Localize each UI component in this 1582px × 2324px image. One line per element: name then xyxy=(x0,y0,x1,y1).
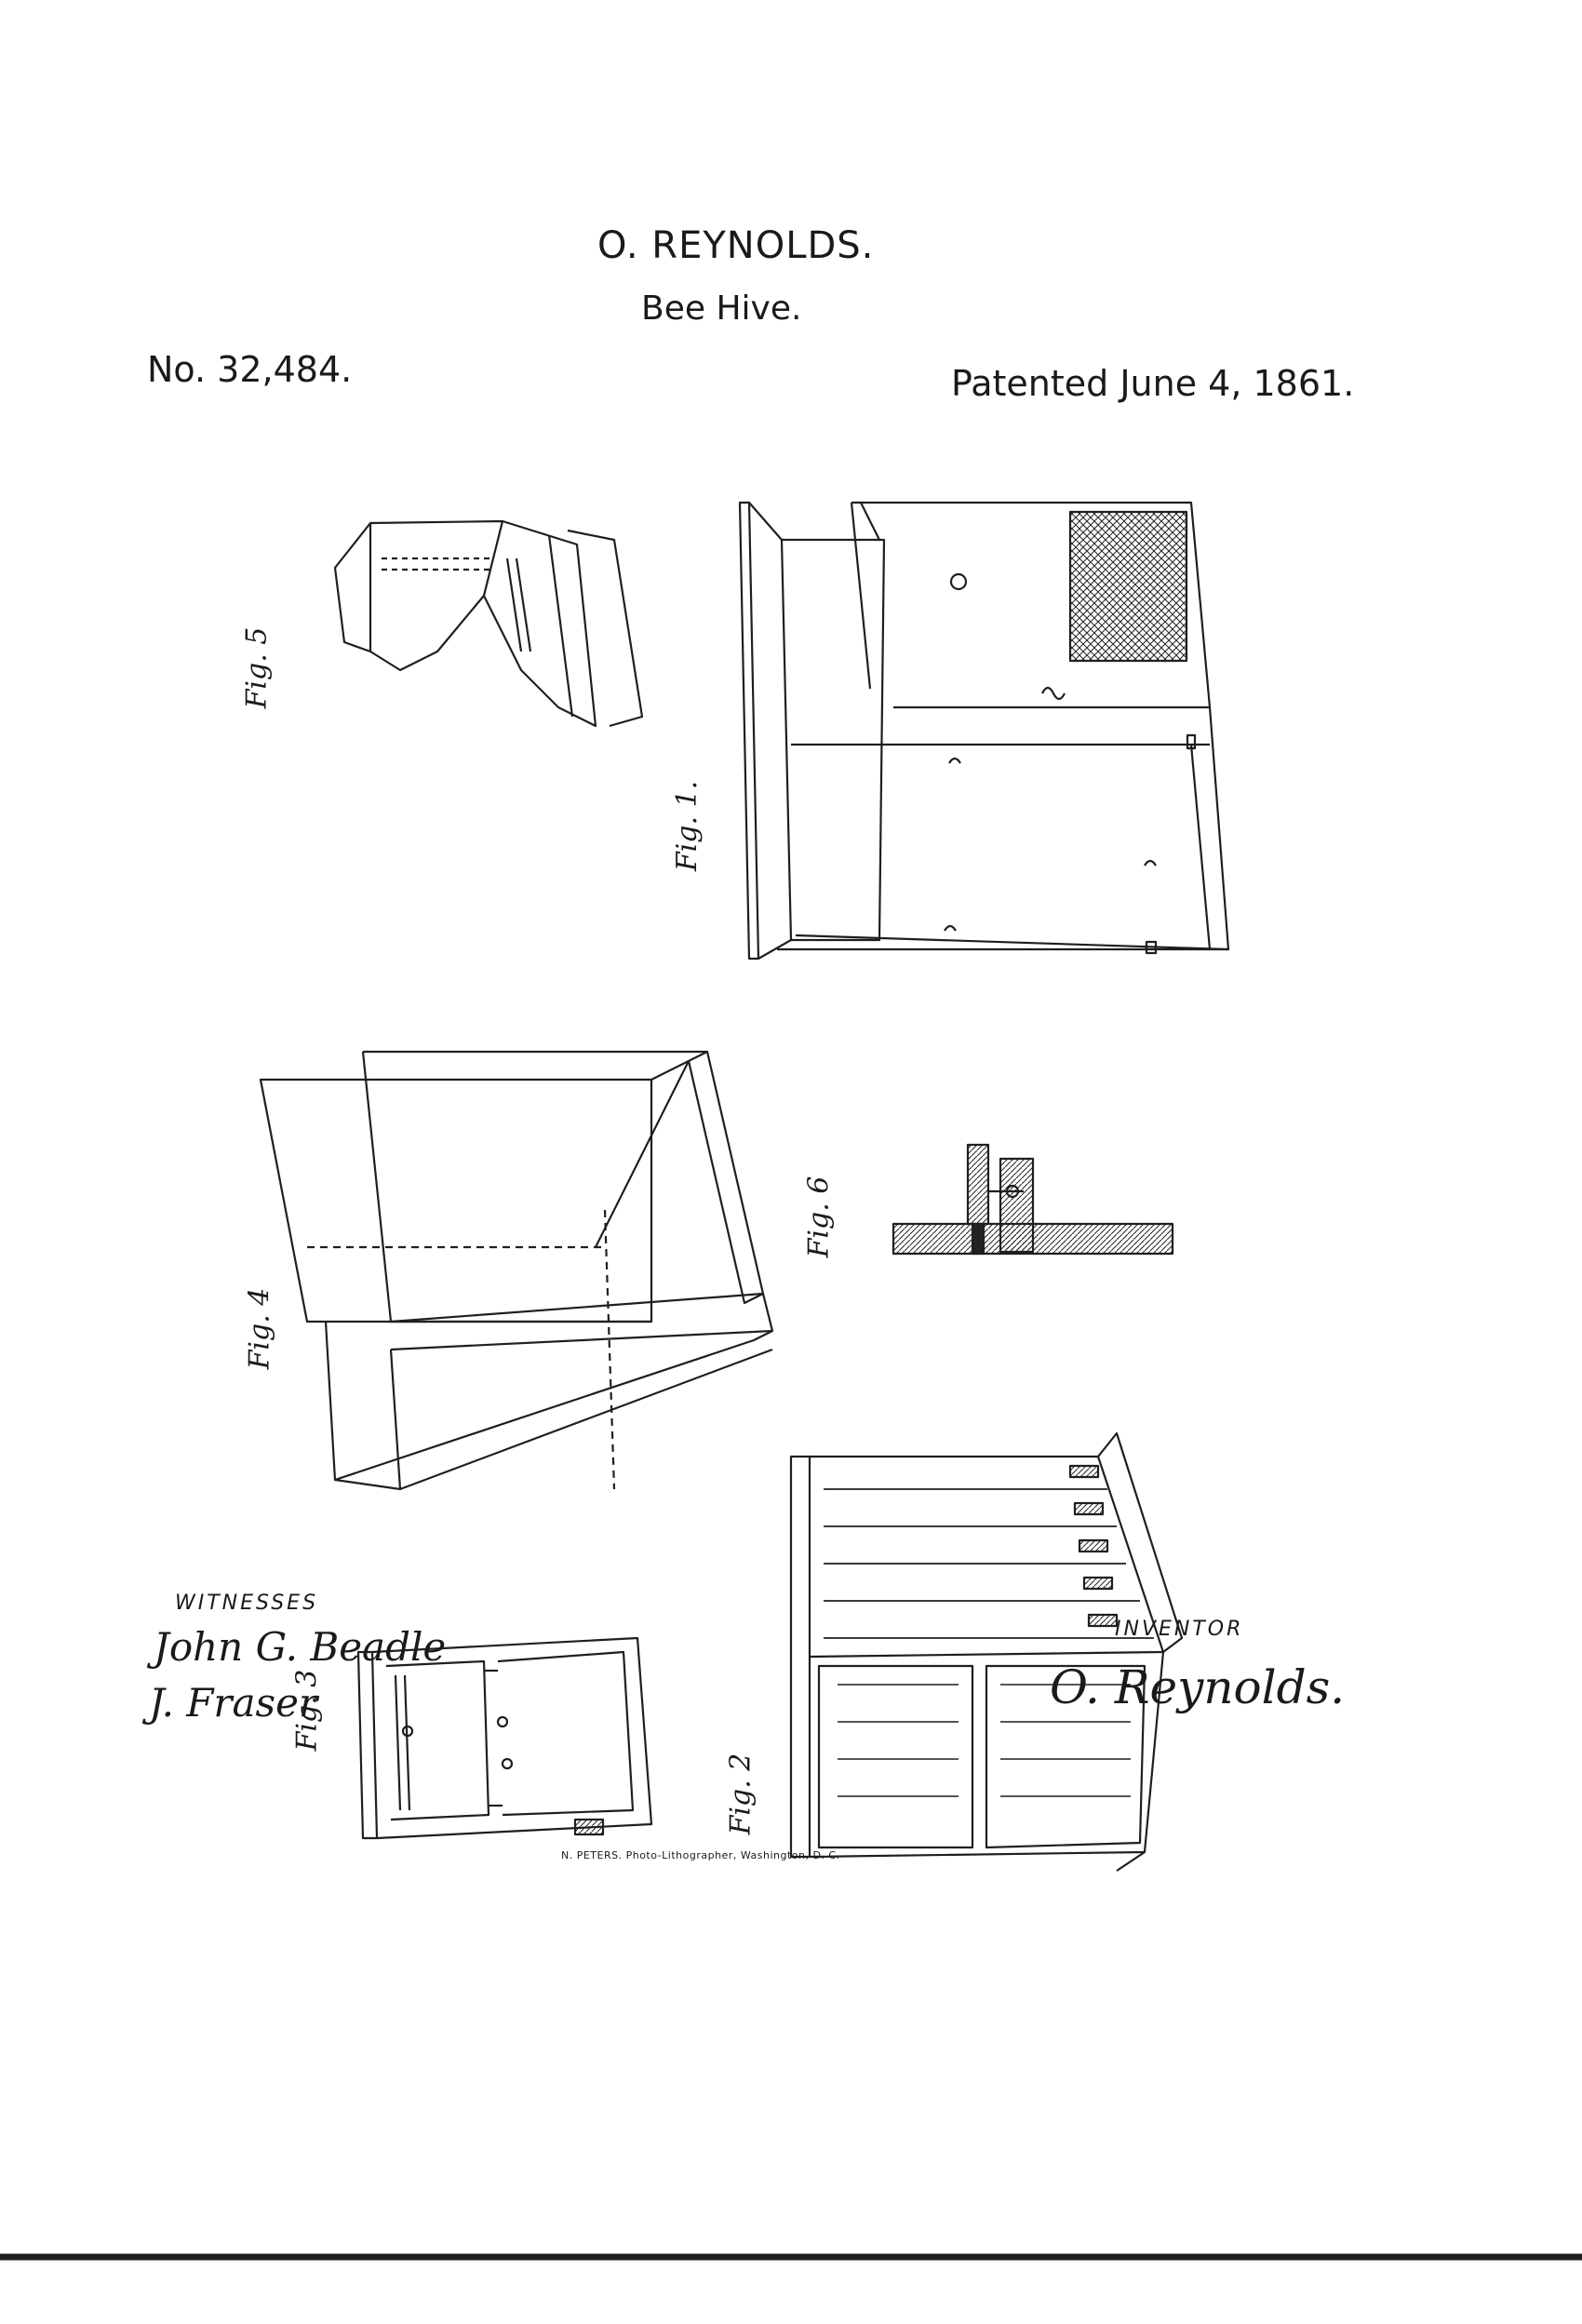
printer-imprint: N. PETERS. Photo-Lithographer, Washingto… xyxy=(561,1849,840,1861)
patent-title: Bee Hive. xyxy=(641,289,802,328)
figure-6-drawing xyxy=(892,1143,1174,1256)
figure-4-drawing xyxy=(259,1050,774,1491)
figure-4-label: Fig. 4 xyxy=(243,1287,276,1370)
patent-date: Patented June 4, 1861. xyxy=(951,363,1355,404)
figure-5-drawing xyxy=(333,519,644,728)
figure-6-label: Fig. 6 xyxy=(802,1175,836,1258)
figure-2-label: Fig. 2 xyxy=(724,1753,757,1835)
witness-signature-2: J. Fraser xyxy=(149,1680,318,1726)
inventor-label: INVENTOR xyxy=(1115,1618,1244,1641)
figure-1-label: Fig. 1. xyxy=(671,780,704,872)
figure-3-drawing xyxy=(356,1636,653,1840)
inventor-signature: O. Reynolds. xyxy=(1050,1660,1346,1714)
inventor-name: O. REYNOLDS. xyxy=(597,224,875,267)
figure-1-drawing xyxy=(738,501,1230,960)
witnesses-label: WITNESSES xyxy=(175,1592,319,1615)
witness-signature-1: John G. Beadle xyxy=(154,1624,447,1670)
figure-2-drawing xyxy=(789,1431,1184,1872)
patent-number: No. 32,484. xyxy=(147,349,353,390)
figure-5-label: Fig. 5 xyxy=(240,626,274,709)
